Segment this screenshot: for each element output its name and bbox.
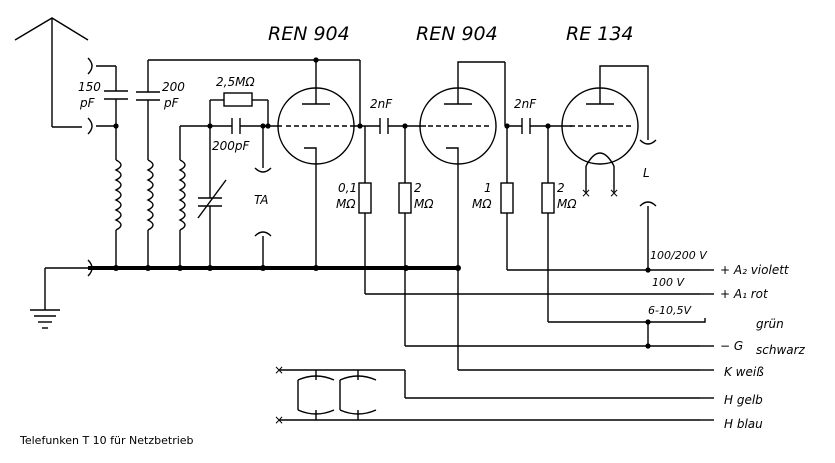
- speaker-label: L: [643, 166, 650, 180]
- tube-3: × ×: [561, 65, 649, 200]
- variable-capacitor: [197, 126, 227, 268]
- c-coupling-2-label: 2nF: [514, 97, 537, 111]
- tube-1-label: REN 904: [268, 23, 350, 45]
- svg-text:×: ×: [274, 363, 284, 377]
- loudspeaker: [639, 139, 657, 270]
- antenna-symbol: [14, 17, 93, 135]
- antenna-coil: [114, 159, 122, 268]
- r4-value: 2: [557, 181, 565, 195]
- tuned-coil: [146, 159, 154, 268]
- anode-resistor-2: [500, 126, 514, 270]
- terminal-grid-gruen: grün: [756, 317, 784, 331]
- r-grid-leak-label: 2,5MΩ: [216, 75, 255, 89]
- a2-voltage: 100/200 V: [650, 249, 708, 262]
- terminal-markers: [700, 269, 714, 421]
- c-antenna-label: 150: [78, 80, 101, 94]
- terminal-a2: + A₂ violett: [720, 263, 790, 277]
- supply-wiring: [280, 269, 706, 421]
- ground-symbol: [30, 259, 93, 329]
- grid-resistor-1: [398, 126, 412, 346]
- grid-leak-resistor: [209, 92, 269, 126]
- anode-resistor-1: [358, 126, 372, 294]
- c-tuning-unit: pF: [163, 96, 180, 110]
- c-coupling-1-label: 2nF: [370, 97, 393, 111]
- terminal-a1: + A₁ rot: [720, 287, 769, 301]
- r2-unit: MΩ: [414, 197, 434, 211]
- terminal-h-gelb: H gelb: [724, 393, 763, 407]
- c-antenna-unit: pF: [79, 96, 96, 110]
- antenna-capacitor: [96, 65, 128, 160]
- c-grid-label: 200pF: [212, 139, 251, 153]
- pickup-label: TA: [254, 193, 268, 207]
- tube-2-label: REN 904: [416, 23, 498, 45]
- reaction-coil: [178, 125, 232, 268]
- terminal-h-blau: H blau: [724, 417, 763, 431]
- terminal-grid-schwarz: schwarz: [756, 343, 806, 357]
- grid-bias-voltage: 6-10,5V: [648, 304, 692, 317]
- terminal-k: K weiß: [724, 365, 764, 379]
- svg-text:×: ×: [274, 413, 284, 427]
- grid-resistor-2: [541, 126, 555, 322]
- c-tuning-label: 200: [162, 80, 185, 94]
- svg-text:×: ×: [609, 186, 619, 200]
- svg-text:×: ×: [581, 186, 591, 200]
- r4-unit: MΩ: [557, 197, 577, 211]
- tuning-capacitor: [136, 59, 360, 160]
- r1-unit: MΩ: [336, 197, 356, 211]
- r3-unit: MΩ: [472, 197, 492, 211]
- tube-1: [277, 60, 355, 268]
- terminal-grid: − G: [720, 339, 743, 353]
- tube-3-label: RE 134: [566, 23, 634, 45]
- heater-filaments: × ×: [274, 363, 377, 427]
- r1-value: 0,1: [338, 181, 357, 195]
- r2-value: 2: [414, 181, 422, 195]
- r3-value: 1: [484, 181, 492, 195]
- pickup-input: [254, 126, 272, 268]
- a1-voltage: 100 V: [652, 276, 685, 289]
- tube-2: [419, 61, 505, 370]
- junction-dots: [113, 57, 651, 349]
- grid-capacitor: [231, 118, 282, 134]
- caption: Telefunken T 10 für Netzbetrieb: [19, 434, 194, 447]
